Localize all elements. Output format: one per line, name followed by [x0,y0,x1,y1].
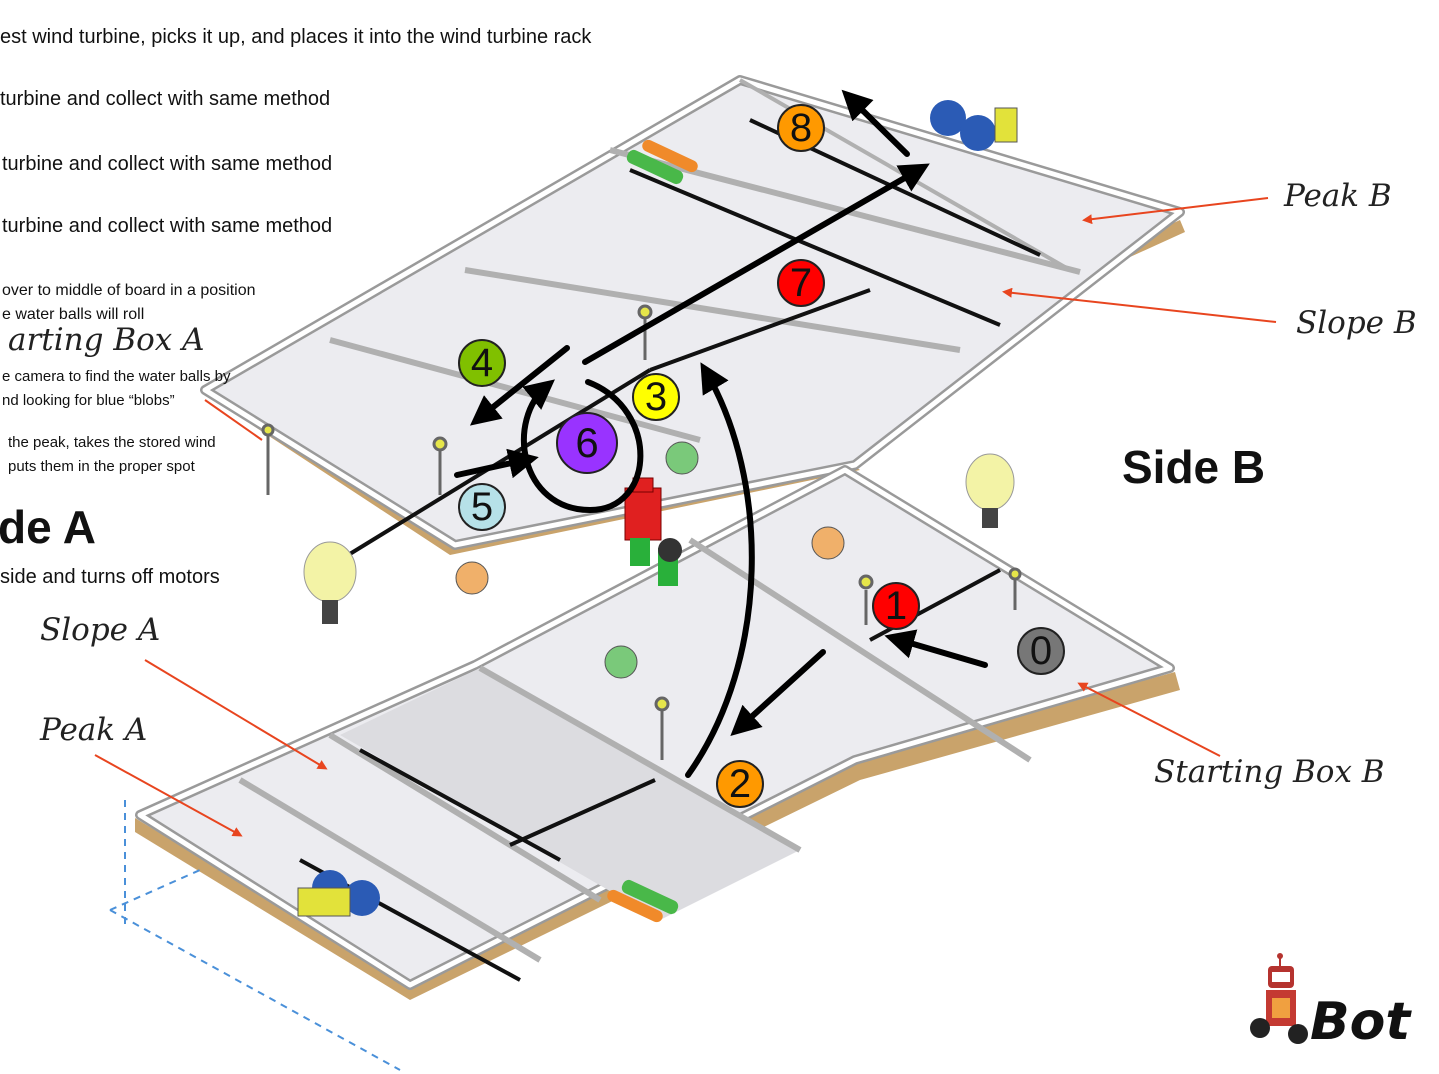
path-arrow-8 [841,89,910,157]
robot-path [454,89,988,778]
starting-box-b-pointer [1077,682,1221,757]
label-pointers [94,197,1277,837]
pellet-row-icon [607,139,698,923]
path-arrow-7 [582,163,930,365]
step-text-11: side and turns off motors [0,566,220,588]
side-b-label: Side B [1122,441,1266,493]
step-marker-6: 6 [556,412,618,474]
slope-b-pointer [1002,287,1277,323]
path-arrow-to-4 [469,345,570,426]
step-text-7: e camera to find the water balls by [2,368,231,385]
step-marker-4: 4 [458,339,506,387]
green-cup-icon [604,645,638,679]
step-marker-8: 8 [777,104,825,152]
slope-b-label: Slope B [1296,305,1417,341]
peak-b-label: Peak B [1284,178,1392,214]
botball-logo-icon [1250,953,1308,1044]
peak-b-pointer [1082,197,1269,225]
slope-a-label: Slope A [40,612,161,648]
step-text-5: over to middle of board in a position [2,282,256,299]
water-balls-icon [297,870,380,917]
light-bulb-icon [965,453,1015,528]
orange-cup-icon [455,561,489,595]
path-arrow-2-3 [685,362,755,778]
step-marker-1: 1 [872,582,920,630]
step-text-2: turbine and collect with same method [0,88,331,110]
path-arrow-0-1 [884,629,988,668]
green-cup-icon [665,441,699,475]
wind-turbine-icon [261,304,1022,760]
step-text-1: est wind turbine, picks it up, and place… [0,26,592,48]
peak-a-pointer [94,754,243,837]
path-arrow-5-6 [454,448,539,479]
path-arrow-3-6 [521,379,644,514]
side-a-label: de A [0,501,96,553]
dimension-lines [109,800,401,1071]
water-balls-icon [930,100,1018,151]
starting-box-a-pointer [204,399,263,441]
starting-box-b-label: Starting Box B [1154,754,1385,790]
step-marker-0: 0 [1017,627,1065,675]
starting-box-a-label: arting Box A [8,322,205,358]
step-text-9: the peak, takes the stored wind [8,434,216,451]
step-text-10: puts them in the proper spot [8,458,195,475]
step-marker-2: 2 [716,760,764,808]
step-text-8: nd looking for blue “blobs” [2,392,175,409]
path-arrow-1-2 [730,649,826,737]
peak-a-label: Peak A [40,712,148,748]
step-marker-5: 5 [458,483,506,531]
step-text-4: turbine and collect with same method [2,215,333,237]
slope-a-pointer [144,659,328,770]
field-items [261,100,1022,923]
step-text-3: turbine and collect with same method [2,153,333,175]
light-bulb-icon [303,541,357,624]
step-text-6: e water balls will roll [2,306,145,323]
logo-wordmark: Bot [1310,992,1411,1052]
orange-cup-icon [811,526,845,560]
step-marker-3: 3 [632,373,680,421]
step-marker-7: 7 [777,259,825,307]
